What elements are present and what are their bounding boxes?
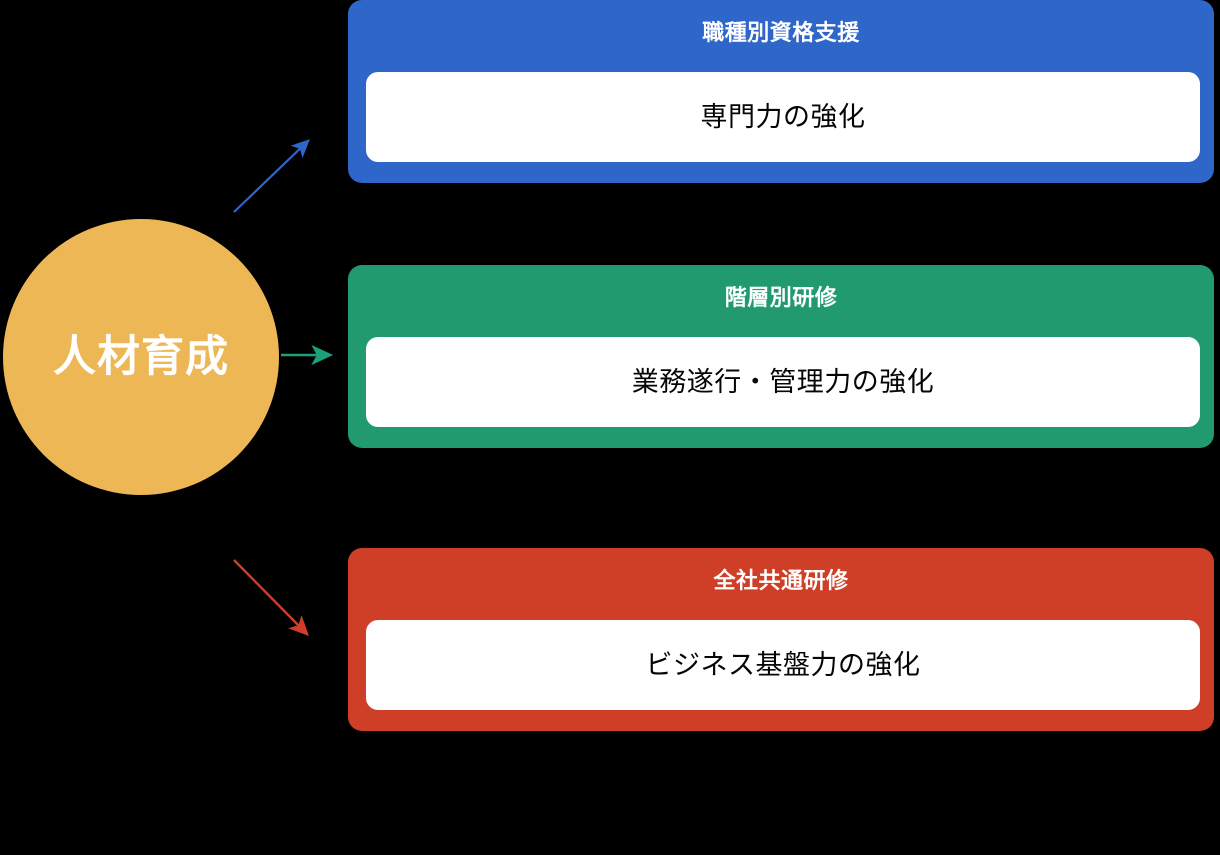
card-header-title: 職種別資格支援 [702,20,860,45]
card-tiered-training[interactable]: 階層別研修 業務遂行・管理力の強化 [348,265,1214,448]
card-header-title: 階層別研修 [724,285,838,310]
card-job-qualification-support[interactable]: 職種別資格支援 専門力の強化 [348,0,1214,183]
card-body-text: 業務遂行・管理力の強化 [631,366,935,397]
card-body-panel: ビジネス基盤力の強化 [366,620,1200,710]
card-header-title: 全社共通研修 [713,568,849,593]
card-body-panel: 業務遂行・管理力の強化 [366,337,1200,427]
hub-circle-human-resource-development: 人材育成 [3,219,279,495]
arrow-to-blue-card-icon [233,139,310,213]
card-company-wide-training[interactable]: 全社共通研修 ビジネス基盤力の強化 [348,548,1214,731]
card-body-text: 専門力の強化 [700,101,866,132]
arrow-to-red-card-icon [233,559,310,637]
card-body-panel: 専門力の強化 [366,72,1200,162]
card-body-text: ビジネス基盤力の強化 [645,649,921,680]
hub-circle-label: 人材育成 [53,332,229,381]
